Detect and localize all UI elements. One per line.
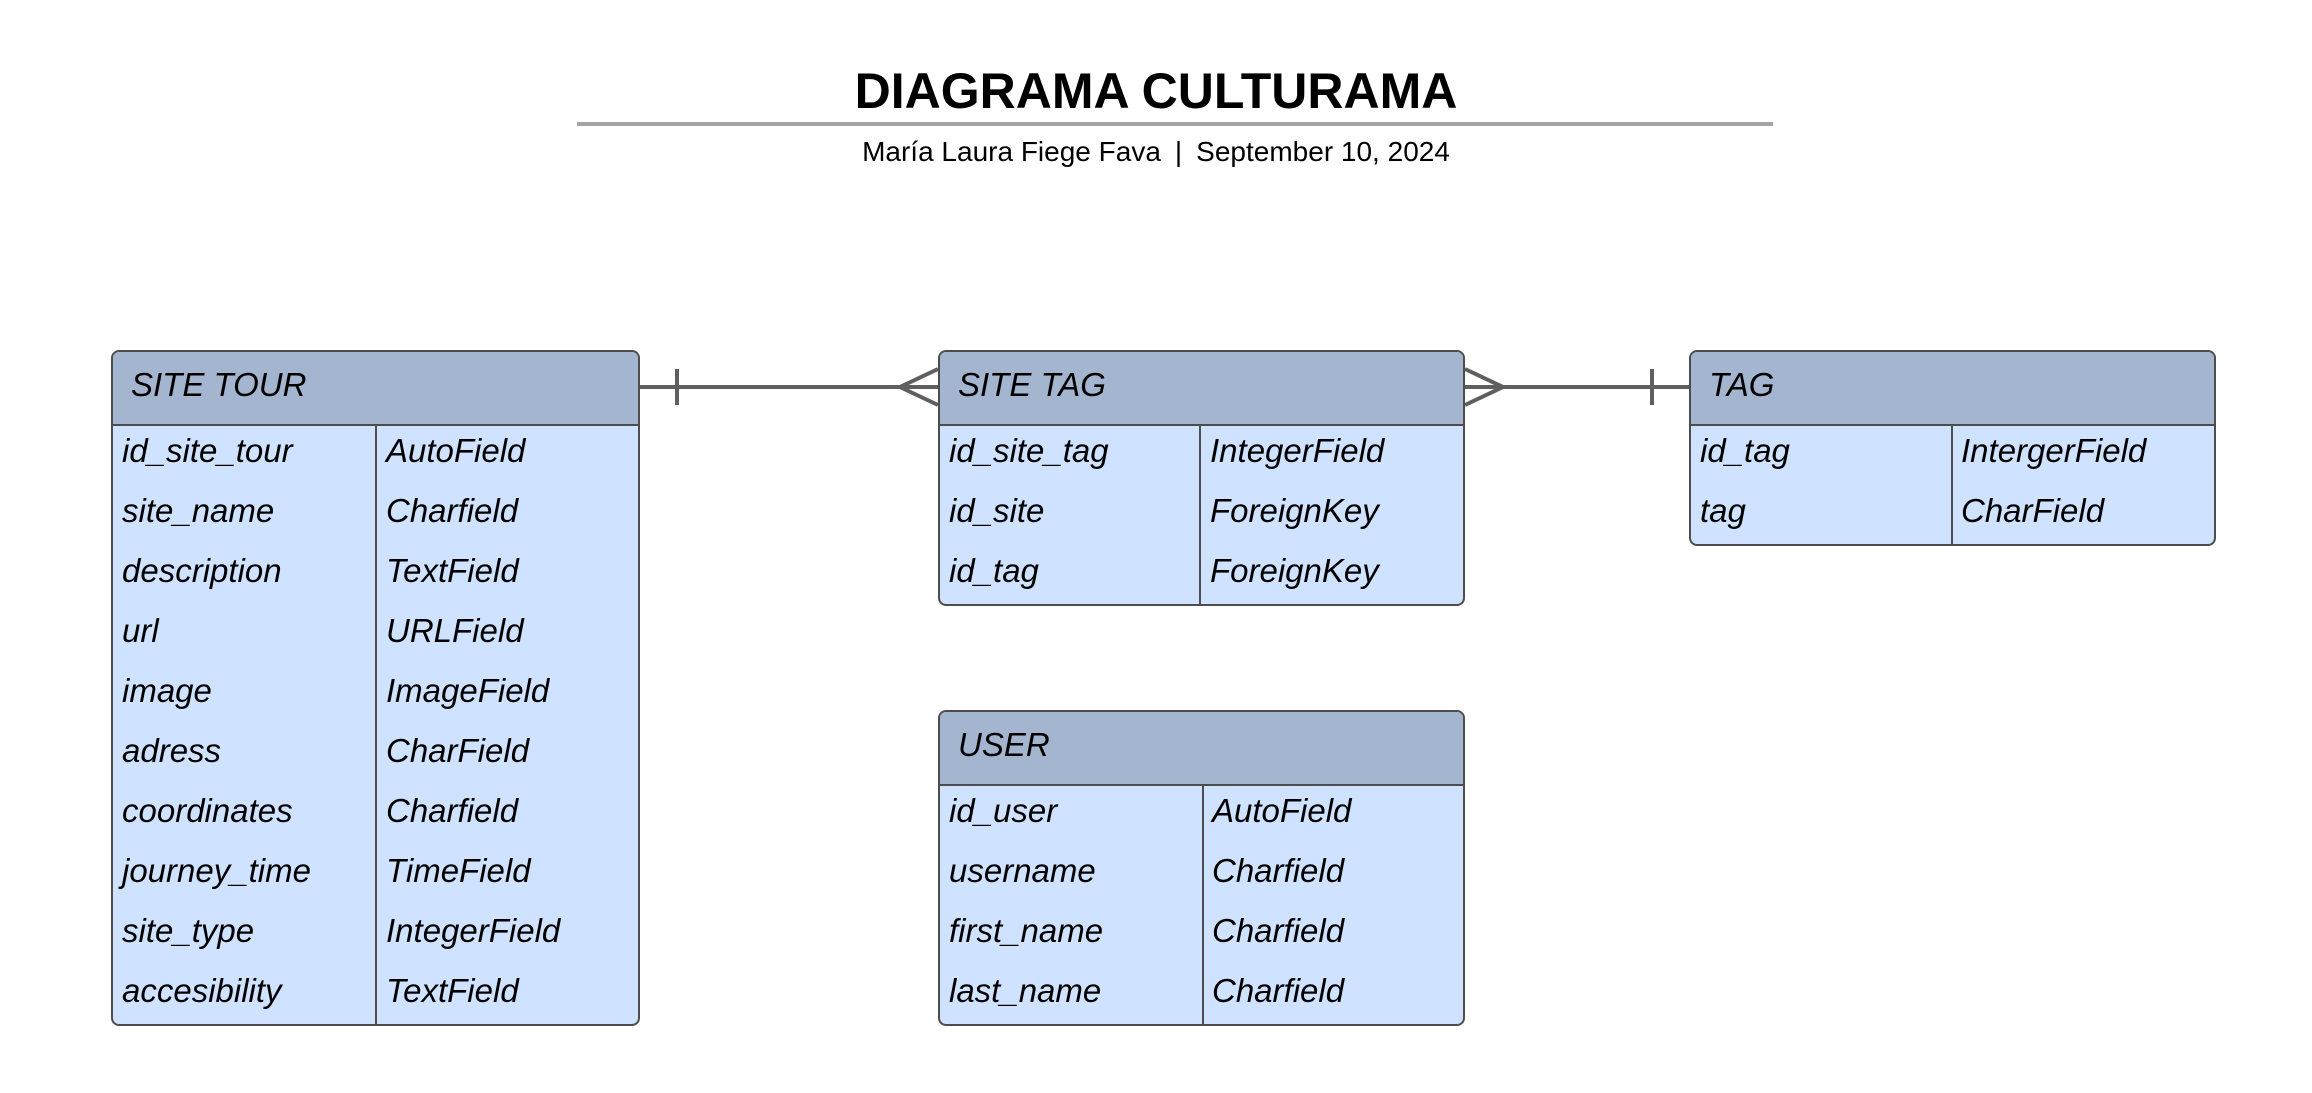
field-name: id_site: [949, 492, 1045, 529]
entity-header: SITE TAG: [940, 352, 1463, 426]
field-type: IntergerField: [1961, 432, 2147, 469]
diagram-title: DIAGRAMA CULTURAMA: [854, 63, 1458, 119]
field-name: accesibility: [122, 972, 282, 1009]
diagram-date: September 10, 2024: [1196, 136, 1450, 167]
field-row: tag CharField: [1691, 486, 2214, 544]
field-row: id_tag IntergerField: [1691, 426, 2214, 486]
field-name: site_name: [122, 492, 275, 529]
field-name: coordinates: [122, 792, 293, 829]
diagram-subtitle: María Laura Fiege Fava | September 10, 202…: [0, 136, 2312, 168]
entity-tag: TAG id_tag IntergerField tag CharField: [1689, 350, 2216, 546]
field-type: ForeignKey: [1210, 552, 1379, 589]
title-divider: [577, 122, 1773, 126]
field-type: ForeignKey: [1210, 492, 1379, 529]
field-row: id_site_tour AutoField: [113, 426, 638, 486]
field-row: last_name Charfield: [940, 966, 1463, 1024]
field-name: id_tag: [1700, 432, 1790, 469]
column-divider: [375, 426, 377, 1024]
field-name: description: [122, 552, 282, 589]
entity-header: SITE TOUR: [113, 352, 638, 426]
field-name: first_name: [949, 912, 1104, 949]
field-row: description TextField: [113, 546, 638, 606]
field-row: url URLField: [113, 606, 638, 666]
field-row: coordinates Charfield: [113, 786, 638, 846]
entity-header: USER: [940, 712, 1463, 786]
field-row: site_name Charfield: [113, 486, 638, 546]
field-type: AutoField: [1212, 792, 1352, 829]
column-divider: [1951, 426, 1953, 544]
field-type: URLField: [386, 612, 524, 649]
many-marker-sitetag-right: [1464, 367, 1508, 407]
field-row: id_user AutoField: [940, 786, 1463, 846]
field-row: id_site_tag IntegerField: [940, 426, 1463, 486]
field-type: AutoField: [386, 432, 526, 469]
field-row: image ImageField: [113, 666, 638, 726]
field-type: ImageField: [386, 672, 550, 709]
entity-header: TAG: [1691, 352, 2214, 426]
field-type: TimeField: [386, 852, 531, 889]
field-row: adress CharField: [113, 726, 638, 786]
field-name: site_type: [122, 912, 255, 949]
field-name: image: [122, 672, 212, 709]
field-type: CharField: [386, 732, 530, 769]
field-type: Charfield: [1212, 912, 1345, 949]
field-type: CharField: [1961, 492, 2105, 529]
field-type: Charfield: [1212, 852, 1345, 889]
author-name: María Laura Fiege Fava: [862, 136, 1161, 167]
field-name: url: [122, 612, 159, 649]
field-type: Charfield: [1212, 972, 1345, 1009]
field-type: TextField: [386, 972, 519, 1009]
column-divider: [1202, 786, 1204, 1024]
entity-site-tour: SITE TOUR id_site_tour AutoField site_name…: [111, 350, 640, 1026]
field-type: IntegerField: [386, 912, 561, 949]
field-name: id_tag: [949, 552, 1039, 589]
field-row: site_type IntegerField: [113, 906, 638, 966]
field-row: journey_time TimeField: [113, 846, 638, 906]
field-name: id_user: [949, 792, 1058, 829]
field-name: journey_time: [122, 852, 311, 889]
field-type: IntegerField: [1210, 432, 1385, 469]
field-name: tag: [1700, 492, 1746, 529]
entity-fields: id_tag IntergerField tag CharField: [1691, 426, 2214, 544]
field-row: username Charfield: [940, 846, 1463, 906]
field-name: id_site_tag: [949, 432, 1109, 469]
field-row: id_site ForeignKey: [940, 486, 1463, 546]
field-name: last_name: [949, 972, 1102, 1009]
field-name: id_site_tour: [122, 432, 293, 469]
field-type: Charfield: [386, 792, 519, 829]
field-type: TextField: [386, 552, 519, 589]
field-name: adress: [122, 732, 222, 769]
column-divider: [1199, 426, 1201, 604]
field-type: Charfield: [386, 492, 519, 529]
field-row: first_name Charfield: [940, 906, 1463, 966]
subtitle-separator: |: [1174, 136, 1183, 167]
field-name: username: [949, 852, 1096, 889]
many-marker-sitetag: [895, 367, 939, 407]
field-row: id_tag ForeignKey: [940, 546, 1463, 604]
field-row: accesibility TextField: [113, 966, 638, 1024]
